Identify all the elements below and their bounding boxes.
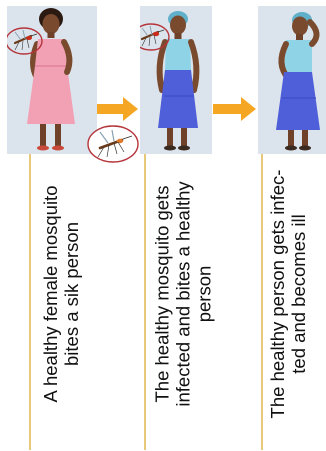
- caption-line: A healthy female mosquito: [40, 154, 61, 434]
- step-2-caption: The healthy mosquito gets infected and b…: [145, 154, 221, 434]
- step-1-illustration: [7, 6, 97, 154]
- caption-line: infected and bites a healthy: [173, 154, 194, 434]
- step-3-illustration: [258, 6, 326, 154]
- step-3-caption: The healthy person gets infec- ted and b…: [262, 154, 314, 434]
- step-2-illustration: [140, 6, 212, 154]
- caption-line: The healthy person gets infec-: [267, 154, 288, 434]
- step-1-caption: A healthy female mosquito bites a sik pe…: [30, 154, 92, 434]
- mosquito-icon: [7, 24, 45, 58]
- mosquito-icon: [140, 20, 172, 54]
- caption-line: The healthy mosquito gets: [152, 154, 173, 434]
- ill-woman-figure: [258, 6, 326, 154]
- right-arrow-icon: [213, 96, 257, 122]
- mosquito-icon: [86, 122, 140, 166]
- caption-line: person: [194, 154, 215, 434]
- caption-line: ted and becomes ill: [288, 154, 309, 434]
- arrow-shape: [97, 97, 138, 121]
- arrow-shape: [213, 97, 256, 121]
- caption-line: bites a sik person: [61, 154, 82, 434]
- right-arrow-icon: [97, 96, 139, 122]
